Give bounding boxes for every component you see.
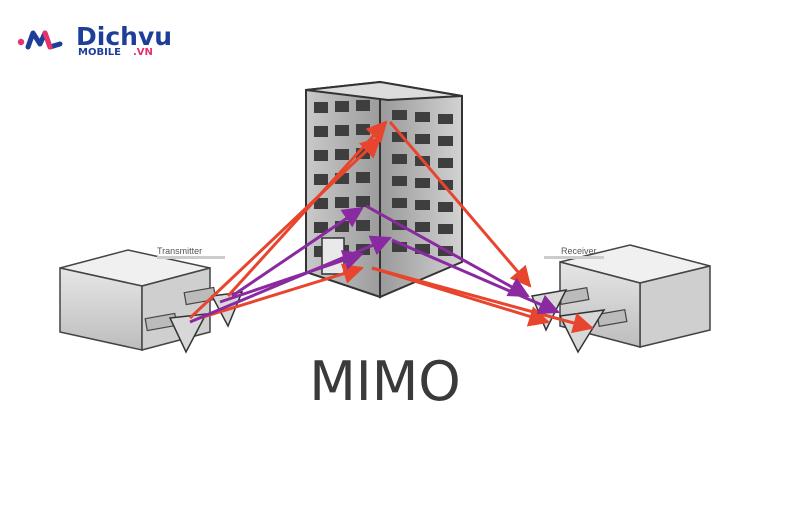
building-window (356, 100, 370, 111)
building-window (314, 198, 328, 209)
path-purple-tx-to-top (231, 206, 364, 298)
building-window (356, 196, 370, 207)
building-window (438, 136, 453, 146)
building-window (392, 176, 407, 186)
logo-suffix: .VN (133, 47, 153, 58)
building-window (438, 158, 453, 168)
path-red-tx-to-upper (188, 136, 382, 320)
building-window (392, 242, 407, 252)
brand-logo: Dichvu MOBILE .VN (17, 22, 172, 58)
building-window (335, 197, 349, 208)
building-window (335, 173, 349, 184)
building-window (314, 102, 328, 113)
logo-word-bottom: MOBILE (78, 47, 121, 58)
building-window (335, 101, 349, 112)
building-window (415, 112, 430, 122)
building-window (415, 200, 430, 210)
building-window (438, 202, 453, 212)
path-purple-mid-to-rx (391, 238, 560, 315)
receiver-device (530, 244, 711, 354)
building-window (314, 246, 328, 257)
building-window (314, 222, 328, 233)
path-red-tx-to-mid (199, 263, 365, 320)
building-window (356, 172, 370, 183)
building-window (415, 178, 430, 188)
transmitter-label: Transmitter (157, 246, 202, 256)
building-window (314, 150, 328, 161)
building-window (314, 126, 328, 137)
path-purple-top-to-rx (365, 204, 530, 298)
building-window (392, 154, 407, 164)
building-window (438, 114, 453, 124)
building-window (356, 124, 370, 135)
building-window (335, 149, 349, 160)
building-window (415, 134, 430, 144)
logo-mark-icon (17, 30, 63, 50)
building-window (335, 125, 349, 136)
signal-paths (188, 120, 595, 334)
building-window (415, 244, 430, 254)
building-door (321, 237, 345, 275)
building-window (392, 198, 407, 208)
building-window (415, 222, 430, 232)
transmitter-antenna-2 (168, 313, 208, 354)
logo-word-top: Dichvu (76, 22, 172, 51)
building-window (438, 224, 453, 234)
path-red-lower-to-rx (371, 266, 551, 327)
path-purple-tx-to-low (219, 250, 364, 304)
building-window (356, 220, 370, 231)
transmitter-device (59, 249, 244, 354)
path-red-top-to-rx (388, 121, 532, 288)
building-window (392, 132, 407, 142)
building-window (314, 174, 328, 185)
building-window (392, 110, 407, 120)
receiver-label: Receiver (561, 246, 597, 256)
diagram-title: MIMO (309, 350, 461, 413)
